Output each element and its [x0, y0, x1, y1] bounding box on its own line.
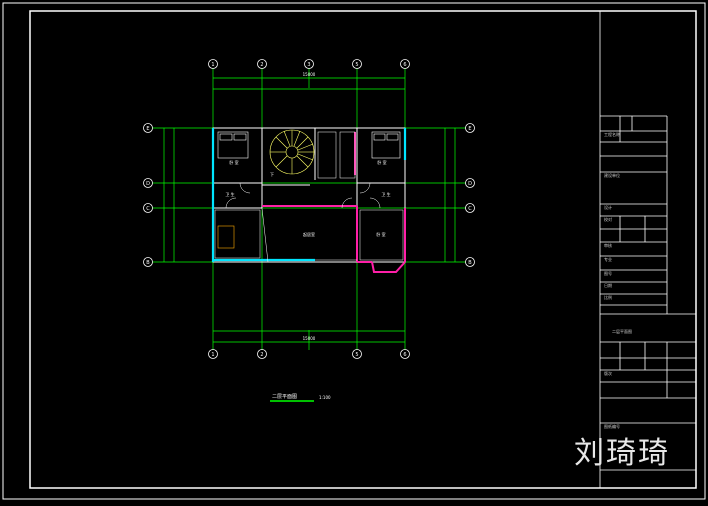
tb-row-scale: 比例	[604, 295, 612, 300]
inner-frame	[29, 10, 697, 489]
axis-label-c-left: C	[146, 206, 150, 212]
room-small-right-label: 卧 室	[377, 159, 386, 165]
room-hall-label: 起居室	[303, 231, 315, 237]
axis-label-1-bottom: 1	[211, 352, 214, 358]
dim-bottom-total: 15000	[303, 336, 316, 341]
room-wc-right-label: 卫 生	[381, 191, 390, 197]
axis-bubbles	[143, 59, 475, 359]
dim-top-total: 15000	[303, 72, 316, 77]
axis-label-1-top: 1	[211, 62, 214, 68]
stair-down-label: 下	[270, 172, 274, 177]
spiral-stair	[269, 129, 315, 175]
tb-row-check: 校对	[604, 217, 612, 222]
axis-label-6-bottom: 6	[403, 352, 406, 358]
author-watermark: 刘琦琦	[574, 436, 670, 471]
axis-label-b-right: B	[468, 260, 472, 266]
tb-row-version: 版次	[604, 371, 612, 376]
interior-lines	[214, 131, 404, 263]
walls-magenta	[262, 132, 406, 273]
tb-row-design: 设计	[604, 205, 612, 210]
axis-label-e-left: E	[146, 126, 149, 132]
tb-row-review: 审核	[604, 243, 612, 248]
axis-label-2-top: 2	[260, 62, 263, 68]
axis-label-6-top: 6	[403, 62, 406, 68]
axis-grid	[152, 68, 466, 350]
axis-label-e-right: E	[468, 126, 471, 132]
room-wc-left-label: 卫 生	[225, 191, 234, 197]
drawing-title: 二层平面图	[272, 394, 297, 400]
axis-labels: 1 2 3 5 6 1 2 5 6 E D C B E D C B	[146, 62, 472, 358]
bed-small-left	[217, 225, 235, 249]
title-block	[599, 11, 696, 488]
axis-label-5-bottom: 5	[355, 352, 358, 358]
room-small-left-label: 卧 室	[229, 159, 238, 165]
axis-label-d-right: D	[468, 181, 472, 187]
walls-white	[212, 127, 406, 263]
outer-frame	[2, 2, 706, 500]
tb-row-client: 建设单位	[604, 173, 620, 178]
axis-label-d-left: D	[146, 181, 150, 187]
axis-label-2-bottom: 2	[260, 352, 263, 358]
drawing-scale: 1:100	[319, 395, 331, 400]
tb-row-date: 日期	[604, 283, 612, 288]
door-swings	[225, 182, 381, 209]
tb-row-drawing-no: 图号	[604, 271, 612, 276]
bed-left	[217, 131, 249, 159]
tb-row-project: 工程名称	[604, 132, 620, 137]
axis-label-c-right: C	[468, 206, 472, 212]
axis-label-b-left: B	[146, 260, 150, 266]
axis-label-5-top: 5	[355, 62, 358, 68]
bed-right	[371, 131, 401, 159]
axis-label-3-top: 3	[307, 62, 310, 68]
dimension-texts: 15000 15000	[303, 72, 316, 341]
drawing-title-group: 二层平面图 1:100	[270, 394, 331, 402]
room-right-label: 卧 室	[376, 231, 385, 237]
tb-drawing-name: 二层平面图	[612, 329, 632, 334]
walls-cyan	[211, 128, 407, 262]
room-labels: 起居室 卧 室 卫 生 卫 生 下 卧 室 卧 室	[225, 159, 390, 237]
tb-row-sheet-no: 图纸编号	[604, 424, 620, 429]
tb-row-major: 专业	[604, 257, 612, 262]
